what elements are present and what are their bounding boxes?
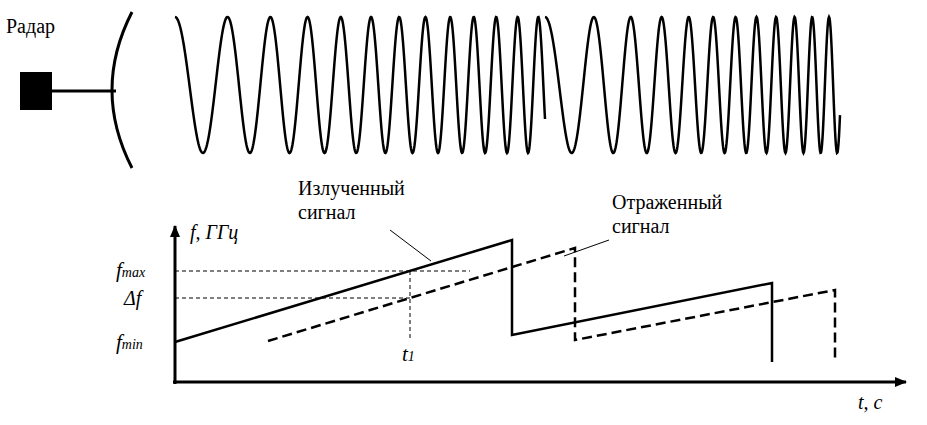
delta-f-guide — [175, 298, 410, 299]
frequency-mark: fmax — [116, 258, 145, 285]
antenna-dish — [112, 12, 132, 168]
chirp-wave — [175, 17, 840, 153]
time-mark: t1 — [402, 342, 415, 369]
frequency-axis — [174, 226, 177, 384]
emitted-signal — [175, 240, 772, 362]
frequency-mark: Δf — [124, 286, 141, 310]
axis-label: t, с — [858, 390, 882, 414]
device-label: Радар — [6, 14, 55, 38]
t1-guide — [410, 271, 411, 338]
leader-line — [564, 240, 609, 256]
reflected-signal — [268, 248, 835, 362]
antenna-feed — [52, 90, 116, 93]
frequency-mark: fmin — [116, 330, 143, 357]
signal-label: Отраженный сигнал — [612, 190, 742, 238]
chirp-segment — [545, 17, 840, 153]
time-axis — [173, 381, 906, 384]
chirp-segment — [175, 17, 545, 153]
axis-label: f, ГГц — [190, 220, 238, 244]
fmax-guide — [175, 271, 470, 272]
radar-body — [20, 72, 52, 110]
signal-label: Излученный сигнал — [298, 176, 428, 224]
leader-line — [390, 230, 431, 261]
